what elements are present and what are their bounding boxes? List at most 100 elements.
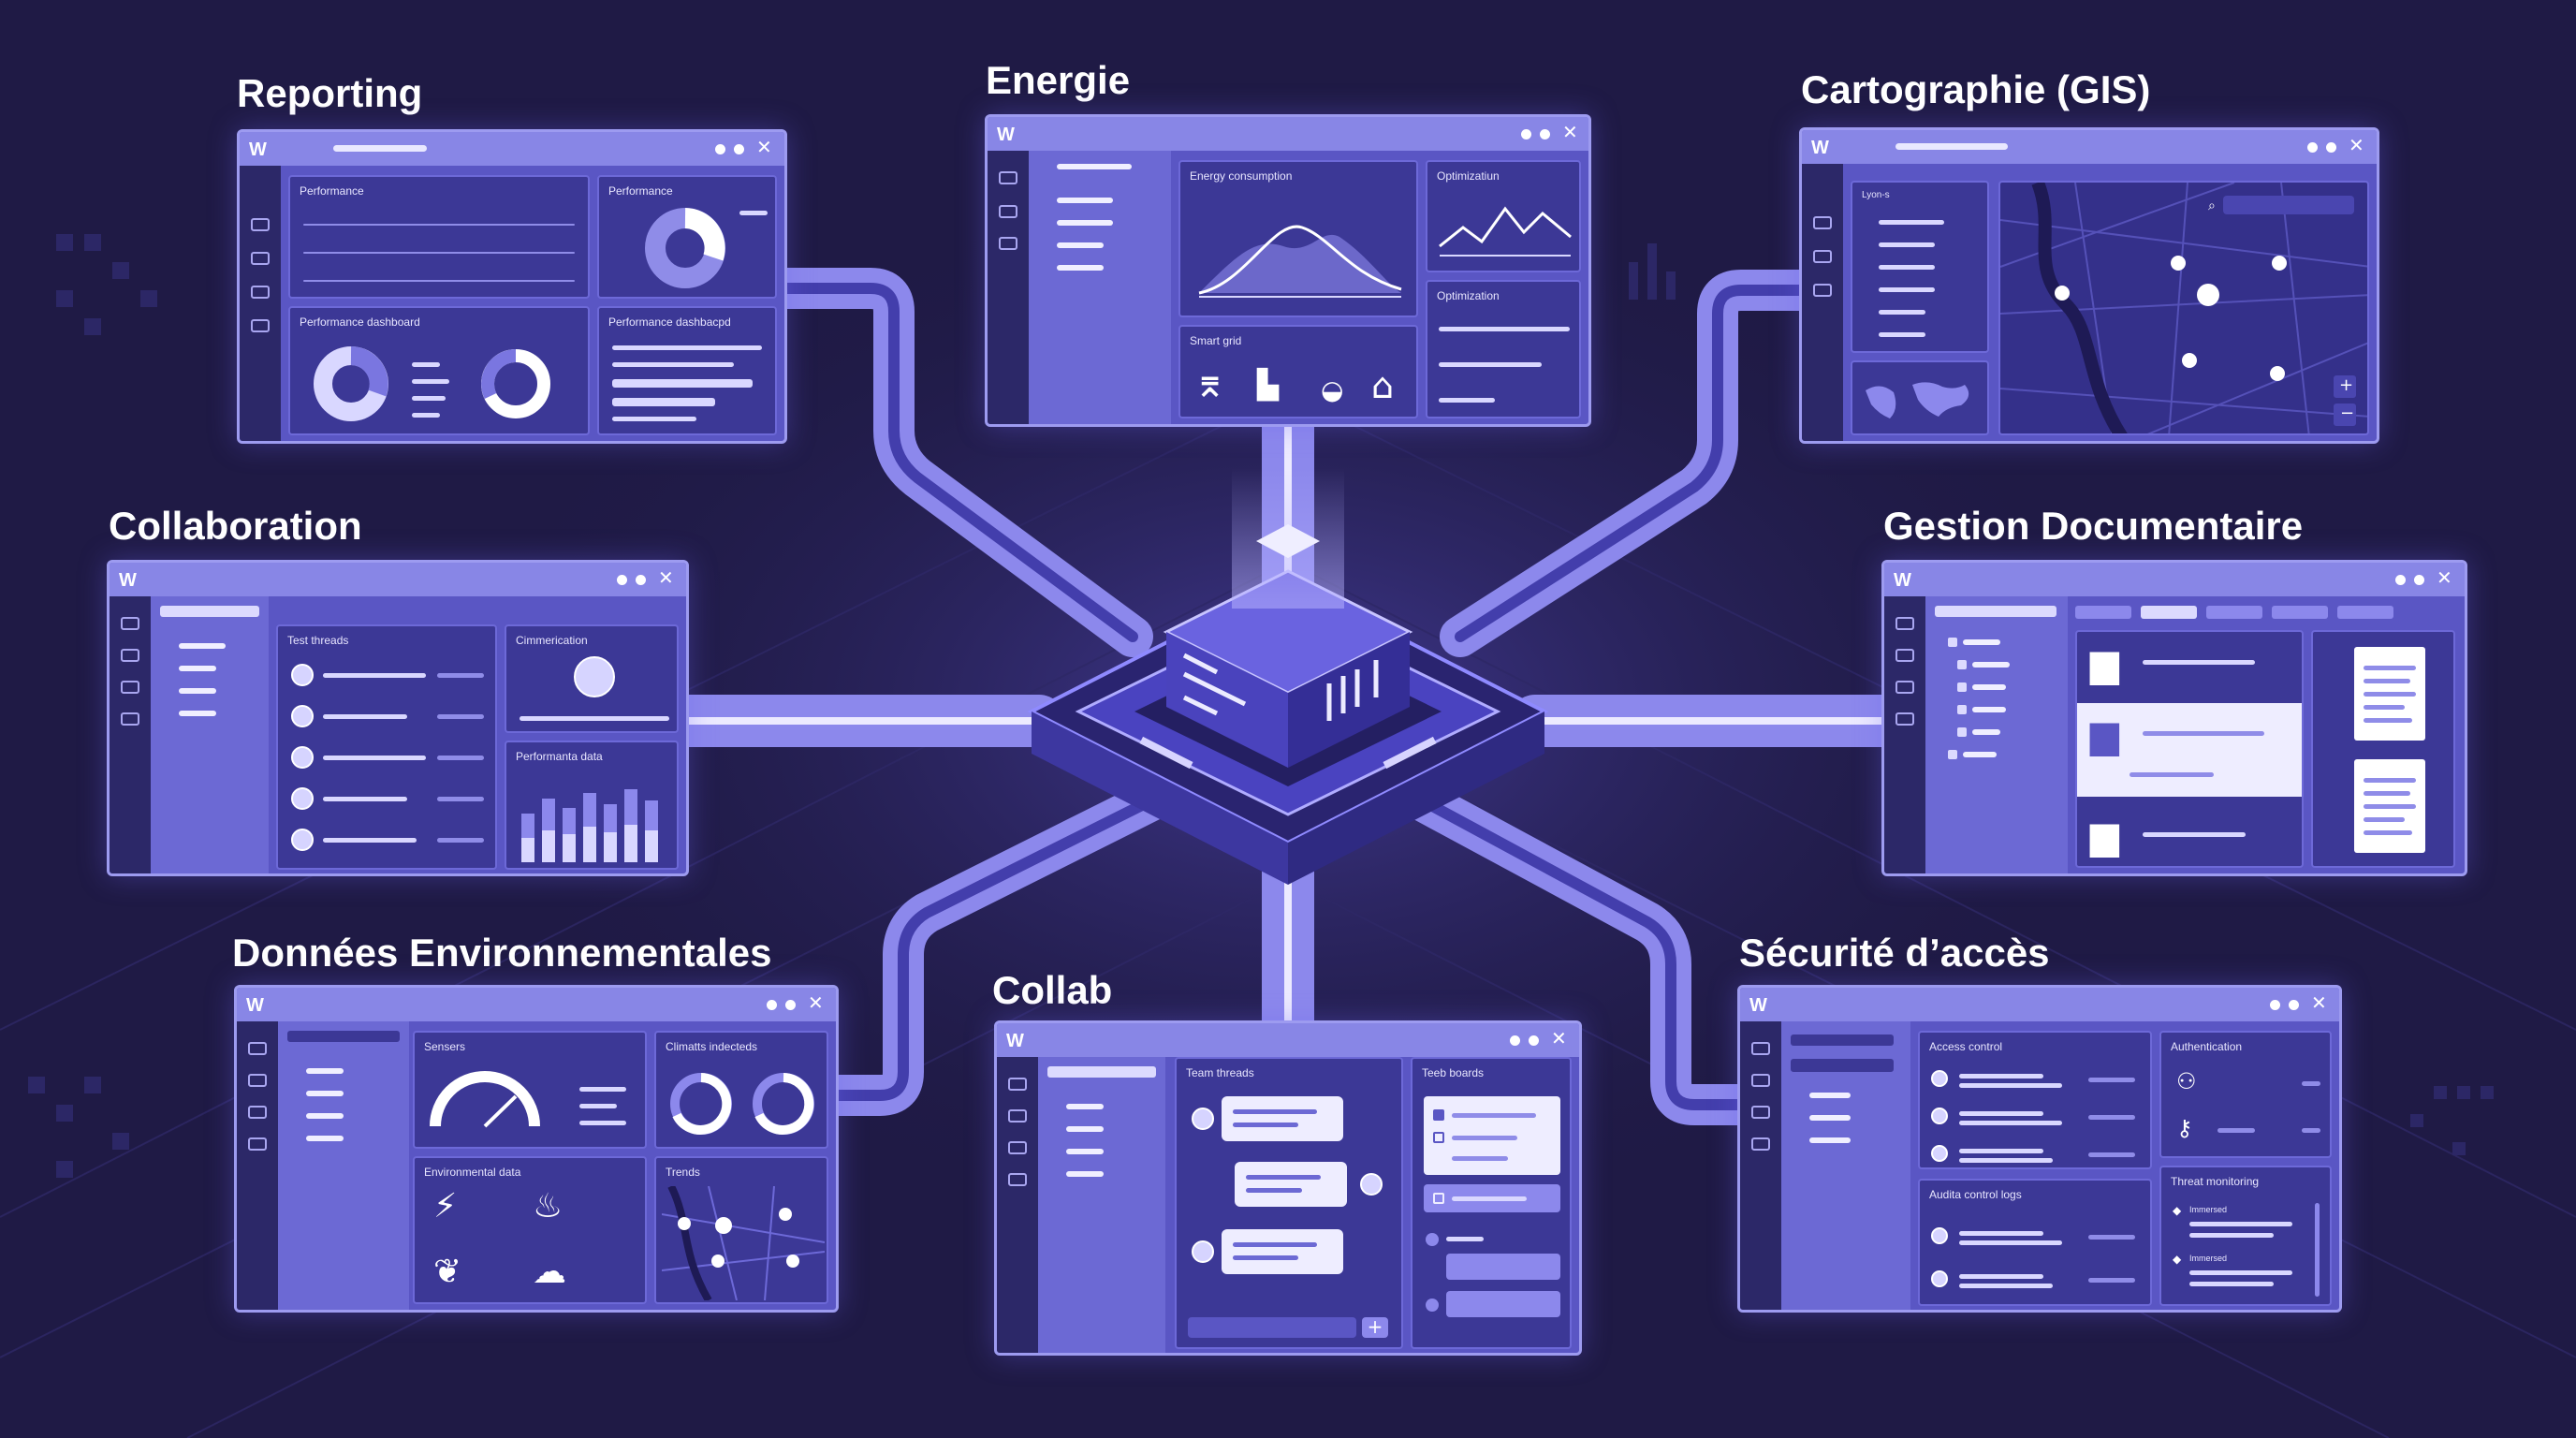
window-dot[interactable] [636, 575, 646, 585]
close-icon[interactable]: ✕ [1562, 123, 1578, 141]
send-button[interactable]: + [1362, 1317, 1388, 1338]
gestion-documentaire-window[interactable]: ✕ W ▆ ▆ ▆ [1881, 560, 2467, 876]
window-dot[interactable] [1529, 1035, 1539, 1046]
folder-row[interactable]: ▆ [2077, 804, 2304, 868]
task-card[interactable] [1424, 1184, 1560, 1212]
sidebar-nav [1029, 151, 1171, 424]
search-icon[interactable]: ⌕ [2208, 199, 2216, 213]
window-dot[interactable] [767, 1000, 777, 1010]
user-icon [1931, 1145, 1948, 1162]
close-icon[interactable]: ✕ [2349, 136, 2364, 154]
chart-icon[interactable] [251, 218, 270, 231]
user-icon [291, 829, 314, 851]
sidebar-nav [1038, 1057, 1165, 1353]
gear-icon[interactable] [1895, 681, 1914, 694]
gear-icon[interactable] [1008, 1141, 1027, 1154]
home-icon[interactable] [248, 1042, 267, 1055]
grid-icon[interactable] [1895, 649, 1914, 662]
checkbox[interactable] [1433, 1109, 1444, 1121]
users-icon[interactable] [251, 286, 270, 299]
chat-icon[interactable] [1008, 1078, 1027, 1091]
chart-icon[interactable] [999, 171, 1017, 184]
gear-icon[interactable] [1751, 1106, 1770, 1119]
window-dot[interactable] [1510, 1035, 1520, 1046]
window-dot[interactable] [734, 144, 744, 154]
shield-icon[interactable] [1895, 712, 1914, 726]
shield-icon[interactable] [248, 1137, 267, 1151]
gear-icon[interactable] [121, 681, 139, 694]
window-dot[interactable] [617, 575, 627, 585]
document-icon[interactable] [2354, 647, 2425, 741]
energie-window[interactable]: ✕ W Energy consumption Optimizatiun Smar… [985, 114, 1591, 427]
close-icon[interactable]: ✕ [2437, 568, 2452, 587]
cartographie-window[interactable]: ✕ W Lyon-s [1799, 127, 2379, 444]
logo-icon: W [997, 125, 1015, 146]
users-icon[interactable] [1008, 1109, 1027, 1123]
scrollbar[interactable] [2315, 1203, 2320, 1297]
shield-icon[interactable] [1751, 1137, 1770, 1151]
home-icon[interactable] [121, 617, 139, 630]
checkbox[interactable] [1433, 1132, 1444, 1143]
checkbox[interactable] [1433, 1193, 1444, 1204]
users-icon[interactable] [999, 237, 1017, 250]
panel-test-threads: Test threads [276, 624, 497, 870]
world-map-thumbnail[interactable] [1851, 360, 1989, 435]
optimization-line-chart [1435, 190, 1575, 265]
home-icon[interactable] [1751, 1042, 1770, 1055]
folder-row-selected[interactable]: ▆ [2077, 703, 2304, 797]
app-rail: W [1802, 164, 1843, 441]
close-icon[interactable]: ✕ [658, 568, 674, 587]
task-card[interactable] [1446, 1254, 1560, 1280]
task-card[interactable] [1424, 1096, 1560, 1175]
reporting-window[interactable]: ✕ W Performance Performance Performance … [237, 129, 787, 444]
gis-map[interactable]: ⌕ + − [1998, 181, 2369, 435]
logo-icon: W [119, 570, 137, 592]
window-dot[interactable] [2307, 142, 2318, 153]
settings-icon[interactable] [251, 319, 270, 332]
grid-icon[interactable] [251, 252, 270, 265]
panel-access-control: Access control [1918, 1031, 2152, 1169]
message-input[interactable] [1188, 1317, 1356, 1338]
folder-icon[interactable] [1895, 617, 1914, 630]
zoom-in-icon[interactable]: + [2339, 377, 2353, 394]
document-icon[interactable] [2354, 759, 2425, 853]
close-icon[interactable]: ✕ [808, 993, 824, 1012]
folder-row[interactable]: ▆ [2077, 632, 2304, 697]
window-dot[interactable] [2414, 575, 2424, 585]
layers-icon[interactable] [1813, 216, 1832, 229]
chat-icon[interactable] [121, 649, 139, 662]
collaboration-window[interactable]: ✕ W Test threads Cimmerication Performan… [107, 560, 689, 876]
layer-select[interactable]: Lyon-s [1862, 190, 1890, 200]
task-card[interactable] [1446, 1291, 1560, 1317]
grid-icon[interactable] [999, 205, 1017, 218]
panel-title: Sensers [424, 1040, 465, 1053]
window-dot[interactable] [2395, 575, 2406, 585]
users-icon[interactable] [1813, 284, 1832, 297]
energy-icon: ⚡ [433, 1190, 457, 1224]
grid-icon[interactable] [1813, 250, 1832, 263]
collab-window[interactable]: ✕ W Team threads + Teeb boards [994, 1020, 1582, 1356]
app-rail: W [997, 1057, 1038, 1353]
users-icon[interactable] [1751, 1074, 1770, 1087]
zoom-out-icon[interactable]: − [2340, 405, 2354, 422]
shield-icon[interactable] [121, 712, 139, 726]
user-icon [1192, 1108, 1214, 1130]
donnees-environnementales-window[interactable]: ✕ W Sensers Climatts indecteds Envi [234, 985, 839, 1313]
module-label-donnees-environnementales: Données Environnementales [232, 931, 772, 976]
window-dot[interactable] [1540, 129, 1550, 139]
window-dot[interactable] [785, 1000, 796, 1010]
panel-title: Energy consumption [1190, 169, 1292, 183]
leaf-icon[interactable] [248, 1074, 267, 1087]
gear-icon[interactable] [248, 1106, 267, 1119]
shield-icon[interactable] [1008, 1173, 1027, 1186]
close-icon[interactable]: ✕ [756, 138, 772, 156]
window-dot[interactable] [2270, 1000, 2280, 1010]
title-placeholder [1895, 143, 2008, 150]
close-icon[interactable]: ✕ [1551, 1029, 1567, 1048]
window-dot[interactable] [715, 144, 725, 154]
window-dot[interactable] [2289, 1000, 2299, 1010]
window-dot[interactable] [1521, 129, 1531, 139]
securite-acces-window[interactable]: ✕ W Access control Authentication ⚇ ⚷ Au… [1737, 985, 2342, 1313]
window-dot[interactable] [2326, 142, 2336, 153]
close-icon[interactable]: ✕ [2311, 993, 2327, 1012]
